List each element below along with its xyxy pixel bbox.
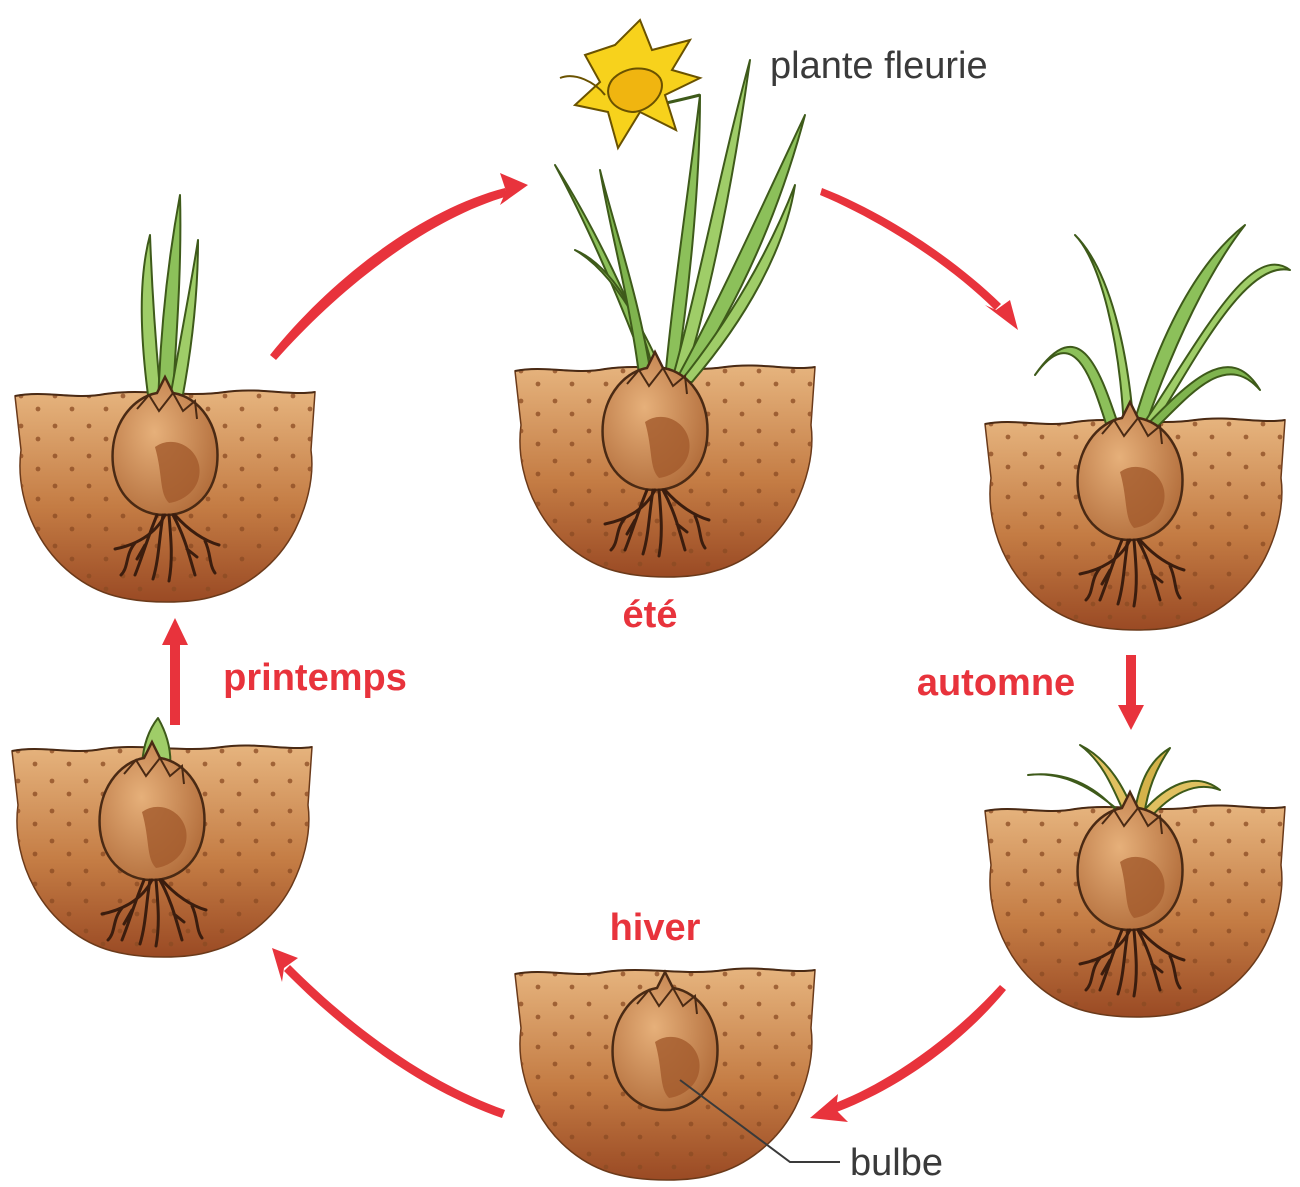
cycle-arrow-icon (1118, 655, 1144, 730)
cycle-arrow-icon (162, 618, 188, 725)
stage-summer (515, 20, 815, 577)
cycle-arrow-icon (820, 188, 1018, 330)
label-summer: été (623, 594, 678, 636)
stage-autumn (985, 225, 1290, 630)
daffodil-flower-icon (560, 20, 700, 148)
label-flowering-plant: plante fleurie (770, 45, 988, 87)
label-winter: hiver (610, 907, 701, 949)
drooping-leaves (1035, 225, 1290, 432)
label-bulb: bulbe (850, 1142, 943, 1184)
young-leaves (142, 195, 198, 410)
cycle-arrow-icon (270, 173, 528, 360)
stage-late-autumn (985, 745, 1285, 1017)
stage-early-spring (12, 718, 312, 957)
label-spring: printemps (223, 657, 407, 699)
label-autumn: automne (917, 662, 1075, 704)
stage-spring (15, 195, 315, 602)
cycle-arrow-icon (810, 985, 1006, 1122)
cycle-arrow-icon (272, 948, 505, 1118)
